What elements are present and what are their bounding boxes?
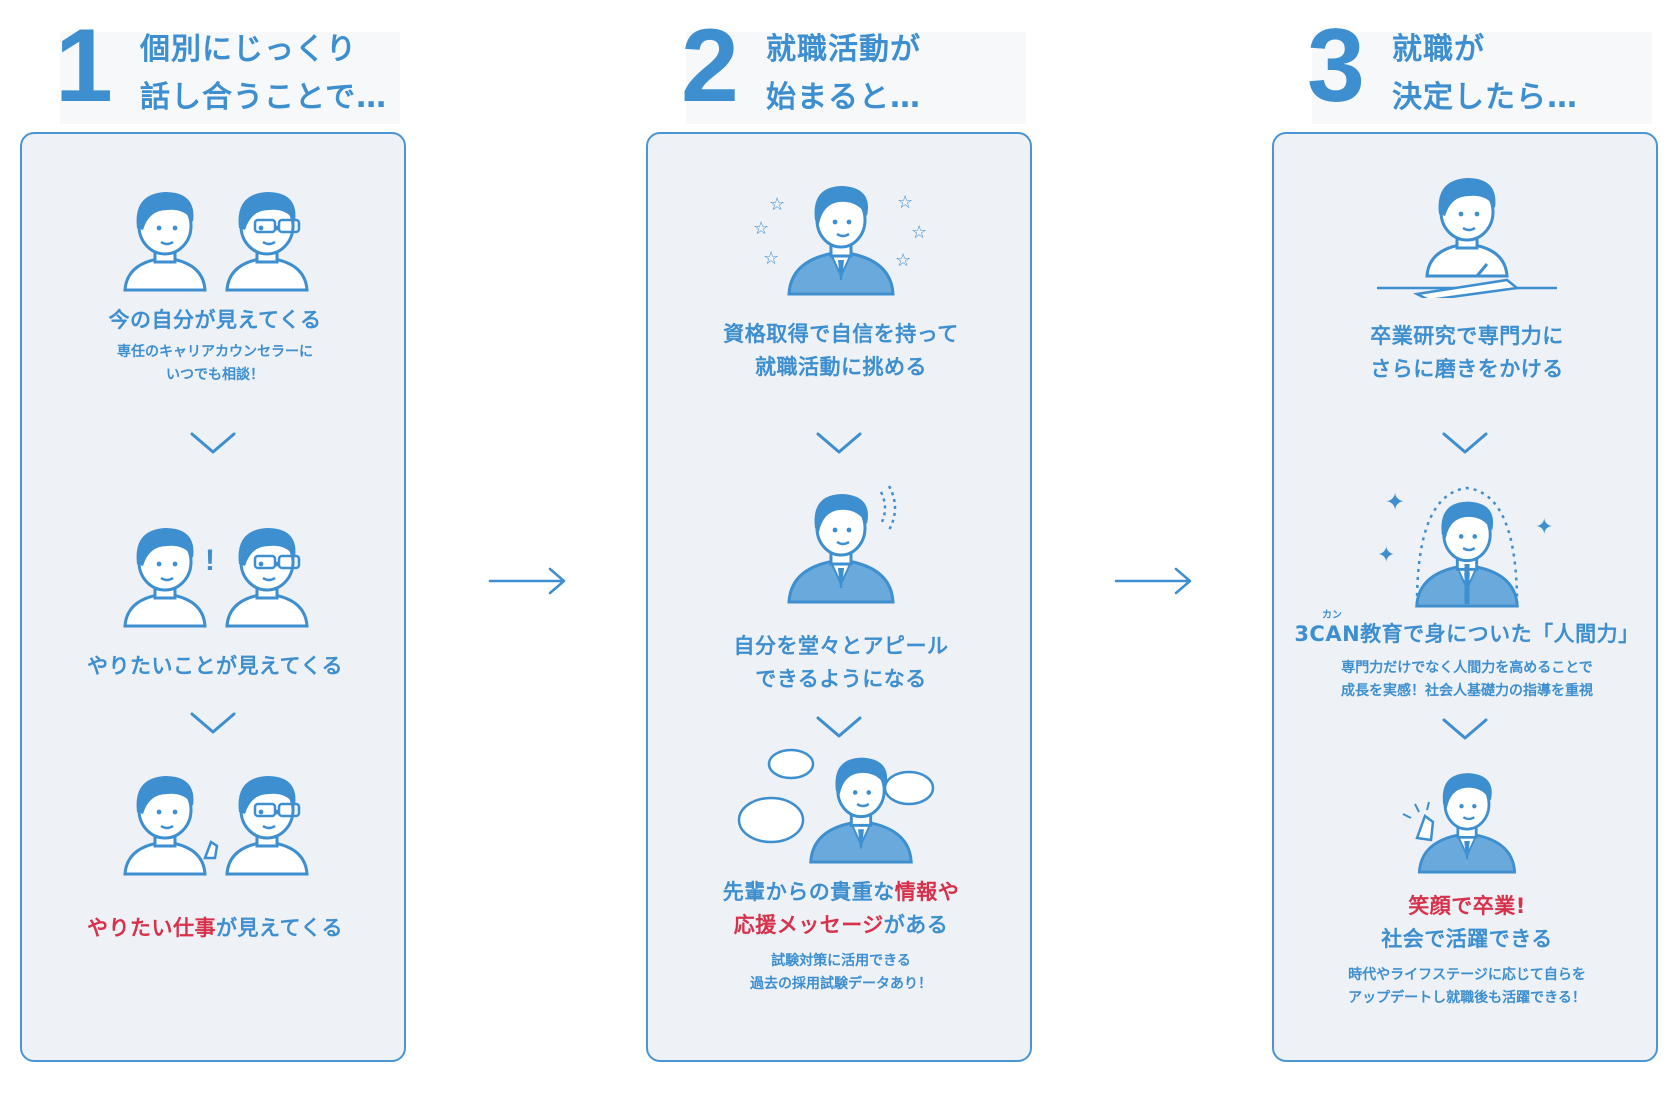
chevron-down-icon	[816, 432, 862, 454]
step-2-item-3-caption2-part1: 応援メッセージ	[733, 913, 884, 937]
step-3-item-1-caption1: 卒業研究で専門力に	[1370, 324, 1564, 348]
svg-text:!: !	[205, 544, 215, 577]
step-3-title-line2: 決定したら…	[1392, 80, 1578, 115]
step-2-header-background	[686, 32, 1026, 124]
step-1-item-1-sub2: いつでも相談！	[166, 367, 264, 383]
svg-text:☆: ☆	[897, 192, 913, 213]
step-3-item-3-sub1: 時代やライフステージに応じて自らを	[1348, 967, 1586, 983]
right-arrow-icon	[1114, 567, 1192, 595]
step-3-header: 3 就職が 決定したら…	[1272, 14, 1662, 124]
step-2-item-2: 自分を堂々とアピール できるようになる	[648, 478, 1034, 696]
step-3-item-3: 笑顔で卒業! 社会で活躍できる 時代やライフステージに応じて自らを アップデート…	[1274, 764, 1660, 1010]
right-arrow-icon	[488, 567, 566, 595]
step-1-header-background	[60, 32, 400, 124]
step-2-panel: ☆ ☆ ☆ ☆ ☆ ☆ 資格取得で自信を持って 就職活動に挑める 自分を堂々とア…	[646, 132, 1032, 1062]
svg-text:☆: ☆	[769, 194, 785, 215]
svg-text:☆: ☆	[763, 248, 779, 269]
presenter-sparkle-icon: ✦ ✦ ✦	[1377, 486, 1553, 608]
step-1-item-1-sub1: 専任のキャリアカウンセラーに	[117, 344, 313, 360]
step-2-item-3-caption1-part2: 情報や	[894, 880, 960, 904]
chevron-down-icon	[816, 716, 862, 738]
step-2-item-1-caption2: 就職活動に挑める	[755, 355, 927, 379]
svg-text:✦: ✦	[1535, 515, 1553, 540]
step-3-title: 就職が 決定したら…	[1392, 26, 1578, 122]
step-3-item-2-ruby: カン	[1322, 610, 1342, 621]
step-2-item-3-caption1-part1: 先輩からの貴重な	[722, 880, 895, 904]
step-1-item-1: 今の自分が見えてくる 専任のキャリアカウンセラーに いつでも相談！	[22, 182, 408, 387]
realization-pair-icon: !	[123, 526, 309, 628]
svg-text:✦: ✦	[1385, 488, 1405, 516]
step-3-item-2-sub1: 専門力だけでなく人間力を高めることで	[1341, 660, 1593, 676]
step-2: 2 就職活動が 始まると… ☆ ☆ ☆ ☆ ☆ ☆ 資格取得で自信を持って 就職…	[646, 14, 1036, 1062]
step-1-header: 1 個別にじっくり 話し合うことで…	[20, 14, 410, 124]
proud-person-icon	[787, 485, 897, 604]
svg-text:☆: ☆	[911, 222, 927, 243]
step-1-title-line2: 話し合うことで…	[140, 80, 388, 115]
step-1-item-3-caption-part2: 仕事	[173, 916, 217, 940]
svg-text:☆: ☆	[753, 218, 769, 239]
step-1-item-3-caption-part3: が見えてくる	[216, 916, 343, 940]
step-1-title-line1: 個別にじっくり	[140, 32, 357, 67]
step-2-item-2-caption1: 自分を堂々とアピール	[733, 634, 949, 658]
step-2-item-3: 先輩からの貴重な情報や 応援メッセージがある 試験対策に活用できる 過去の採用試…	[648, 746, 1034, 996]
chevron-down-icon	[1442, 718, 1488, 740]
step-1-item-3-caption-part1: やりたい	[87, 916, 174, 940]
step-1-number: 1	[55, 8, 113, 124]
step-3-item-1: 卒業研究で専門力に さらに磨きをかける	[1274, 168, 1660, 386]
chevron-down-icon	[190, 432, 236, 454]
step-1-title: 個別にじっくり 話し合うことで…	[140, 26, 387, 122]
smiling-graduate-icon	[1402, 771, 1517, 874]
step-2-item-3-caption2-part2: がある	[883, 913, 949, 937]
step-3-item-3-sub2: アップデートし就職後も活躍できる！	[1348, 990, 1586, 1006]
step-3-item-2-sub2: 成長を実感！社会人基礎力の指導を重視	[1341, 683, 1593, 699]
step-1-item-1-caption: 今の自分が見えてくる	[108, 308, 322, 332]
step-2-item-3-sub2: 過去の採用試験データあり！	[750, 976, 932, 992]
confident-person-stars-icon: ☆ ☆ ☆ ☆ ☆ ☆	[753, 184, 927, 296]
step-1-item-3: やりたい仕事が見えてくる	[22, 766, 408, 945]
step-2-title-line2: 始まると…	[766, 80, 921, 115]
step-2-item-3-sub1: 試験対策に活用できる	[771, 953, 911, 969]
step-3-header-background	[1312, 32, 1652, 124]
step-3-panel: 卒業研究で専門力に さらに磨きをかける ✦ ✦ ✦ カン 3CAN教育で身につい…	[1272, 132, 1658, 1062]
step-2-header: 2 就職活動が 始まると…	[646, 14, 1036, 124]
svg-text:☆: ☆	[895, 250, 911, 271]
step-2-title: 就職活動が 始まると…	[766, 26, 921, 122]
step-3-item-3-caption2: 社会で活躍できる	[1381, 927, 1553, 951]
speech-bubbles-person-icon	[737, 748, 935, 864]
step-2-item-3-caption1: 先輩からの貴重な情報や	[648, 876, 1034, 909]
chevron-down-icon	[1442, 432, 1488, 454]
step-2-item-1-caption1: 資格取得で自信を持って	[723, 322, 959, 346]
step-1-item-2: ! やりたいことが見えてくる	[22, 518, 408, 683]
chevron-down-icon	[190, 712, 236, 734]
studying-person-icon	[1377, 176, 1557, 298]
counseling-pair-icon	[123, 190, 309, 292]
step-3-item-2-caption: 3CAN教育で身についた「人間力」	[1294, 622, 1640, 646]
step-2-item-3-caption2: 応援メッセージがある	[648, 909, 1034, 942]
step-3-item-3-caption1: 笑顔で卒業!	[1408, 894, 1526, 918]
step-2-item-1: ☆ ☆ ☆ ☆ ☆ ☆ 資格取得で自信を持って 就職活動に挑める	[648, 174, 1034, 384]
step-3-number: 3	[1307, 8, 1365, 124]
step-3-item-2: ✦ ✦ ✦ カン 3CAN教育で身についた「人間力」 専門力だけでなく人間力を高…	[1274, 474, 1660, 703]
step-3-item-1-caption2: さらに磨きをかける	[1370, 357, 1564, 381]
step-3-title-line1: 就職が	[1392, 32, 1485, 67]
step-3-item-2-caption-wrap: カン 3CAN教育で身についた「人間力」	[1274, 610, 1660, 651]
step-2-title-line1: 就職活動が	[766, 32, 921, 67]
step-1-item-2-caption: やりたいことが見えてくる	[87, 654, 343, 678]
step-1-panel: 今の自分が見えてくる 専任のキャリアカウンセラーに いつでも相談！ ! やりたい…	[20, 132, 406, 1062]
step-3: 3 就職が 決定したら… 卒業研究で専門力に さらに磨きをかける ✦ ✦	[1272, 14, 1662, 1062]
step-2-number: 2	[681, 8, 739, 124]
step-1: 1 個別にじっくり 話し合うことで… 今の自分が見えてくる 専任のキャリアカウン…	[20, 14, 410, 1062]
thumbs-up-pair-icon	[123, 774, 309, 876]
step-2-item-2-caption2: できるようになる	[755, 667, 927, 691]
step-1-item-3-caption: やりたい仕事が見えてくる	[22, 912, 408, 945]
svg-text:✦: ✦	[1377, 543, 1395, 568]
